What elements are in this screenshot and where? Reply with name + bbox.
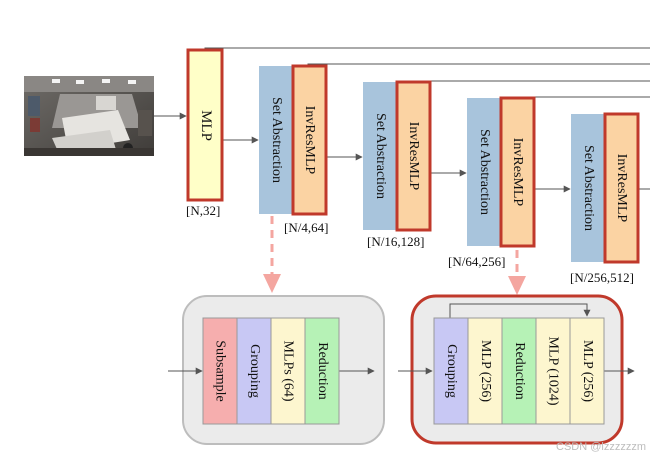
stage4-set-abstraction: [571, 114, 605, 262]
reduction-block: [304, 317, 340, 425]
inv-grouping-block: [433, 317, 469, 425]
stage3-dim-label: [N/64,256]: [448, 254, 506, 269]
stage1-invresmlp: [291, 64, 328, 216]
stage2-dim-label: [N/16,128]: [367, 234, 425, 249]
inv-mlp1024-block: [535, 317, 571, 425]
zoom-arrow-set-abstraction: [263, 216, 281, 293]
input-room-image: [24, 76, 154, 156]
residual-connection: [449, 303, 591, 318]
stage4-invresmlp: [603, 112, 640, 264]
stage2-invresmlp: [395, 80, 432, 232]
inv-reduction-block: [501, 317, 537, 425]
stem-dim-label: [N,32]: [186, 203, 221, 218]
inv-mlp256b-block: [569, 317, 605, 425]
stage3-set-abstraction: [467, 98, 501, 246]
stem-mlp-block: [186, 48, 224, 202]
stage1-dim-label: [N/4,64]: [284, 220, 329, 235]
watermark: CSDN @lzzzzzzm: [556, 441, 646, 453]
stage1-set-abstraction: [259, 66, 293, 214]
inv-mlp256-block: [467, 317, 503, 425]
mlps-block: [270, 317, 306, 425]
stage4-dim-label: [N/256,512]: [570, 270, 634, 285]
grouping-block: [236, 317, 272, 425]
stage2-set-abstraction: [363, 82, 397, 230]
subsample-block: [202, 317, 238, 425]
zoom-arrow-invresmlp: [508, 250, 526, 295]
stage3-invresmlp: [499, 96, 536, 248]
